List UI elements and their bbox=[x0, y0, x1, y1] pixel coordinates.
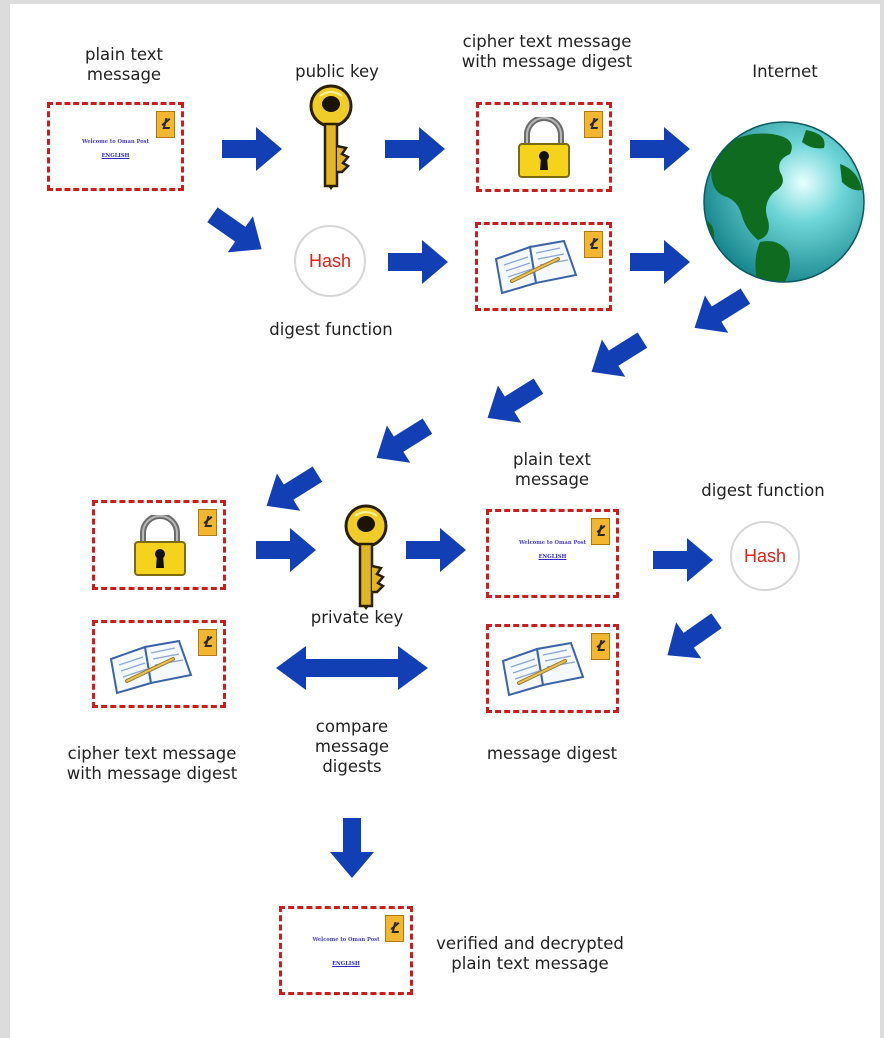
envelope-icon-digest-top bbox=[475, 222, 612, 311]
book-icon bbox=[494, 239, 578, 295]
label-digest-function-top: digest function bbox=[269, 320, 393, 339]
hash-circle-icon-top: Hash bbox=[294, 225, 366, 297]
stamp-icon bbox=[198, 509, 217, 536]
stamp-icon bbox=[385, 915, 404, 942]
arrow-icon bbox=[682, 277, 758, 347]
arrow-icon bbox=[199, 196, 275, 268]
envelope-text: Welcome to Oman Post bbox=[518, 540, 587, 546]
arrow-icon bbox=[630, 127, 690, 171]
label-public-key: public key bbox=[295, 62, 379, 81]
arrow-icon bbox=[364, 407, 440, 477]
envelope-link: ENGLISH bbox=[538, 554, 567, 560]
envelope-text: Welcome to Oman Post bbox=[81, 139, 150, 145]
stamp-icon bbox=[198, 629, 217, 656]
padlock-icon bbox=[518, 117, 570, 178]
envelope-icon-verified: Welcome to Oman Post ENGLISH bbox=[279, 906, 413, 995]
hash-label: Hash bbox=[743, 545, 787, 566]
envelope-icon-locked-top bbox=[476, 102, 612, 192]
arrow-icon bbox=[388, 240, 448, 284]
envelope-icon-digest-right bbox=[486, 624, 619, 713]
envelope-link: ENGLISH bbox=[101, 153, 130, 159]
book-icon bbox=[109, 639, 193, 695]
arrow-icon bbox=[475, 367, 551, 437]
envelope-text: Welcome to Oman Post bbox=[312, 937, 380, 943]
hash-label: Hash bbox=[308, 250, 352, 271]
stamp-icon bbox=[591, 633, 610, 660]
arrow-icon bbox=[406, 528, 466, 572]
stamp-icon bbox=[584, 231, 603, 258]
stamp-icon bbox=[584, 111, 603, 138]
arrow-icon bbox=[256, 528, 316, 572]
envelope-icon-plain-receiver: Welcome to Oman Post ENGLISH bbox=[486, 509, 619, 598]
envelope-icon-digest-bottom bbox=[92, 620, 226, 708]
arrow-icon bbox=[222, 127, 282, 171]
arrow-icon bbox=[330, 818, 374, 878]
arrow-icon bbox=[630, 240, 690, 284]
label-private-key: private key bbox=[310, 608, 404, 627]
arrow-icon bbox=[579, 321, 655, 391]
hash-circle-icon-right: Hash bbox=[730, 521, 800, 591]
envelope-icon-locked-bottom bbox=[92, 500, 226, 590]
stamp-icon bbox=[156, 111, 175, 138]
padlock-icon bbox=[134, 515, 186, 576]
arrow-icon bbox=[653, 538, 713, 582]
arrow-icon bbox=[654, 602, 730, 674]
double-arrow-icon bbox=[276, 646, 428, 690]
globe-icon bbox=[703, 121, 865, 283]
envelope-icon-plain-sender: Welcome to Oman Post ENGLISH bbox=[47, 102, 184, 191]
label-message-digest: message digest bbox=[486, 744, 618, 763]
key-icon-private bbox=[344, 504, 388, 610]
label-internet: Internet bbox=[752, 62, 818, 81]
key-icon-public bbox=[309, 84, 353, 190]
stamp-icon bbox=[591, 518, 610, 545]
arrow-icon bbox=[254, 455, 330, 525]
envelope-link: ENGLISH bbox=[332, 961, 360, 967]
arrow-icon bbox=[385, 127, 445, 171]
label-digest-function-right: digest function bbox=[701, 481, 825, 500]
book-icon bbox=[501, 641, 585, 697]
